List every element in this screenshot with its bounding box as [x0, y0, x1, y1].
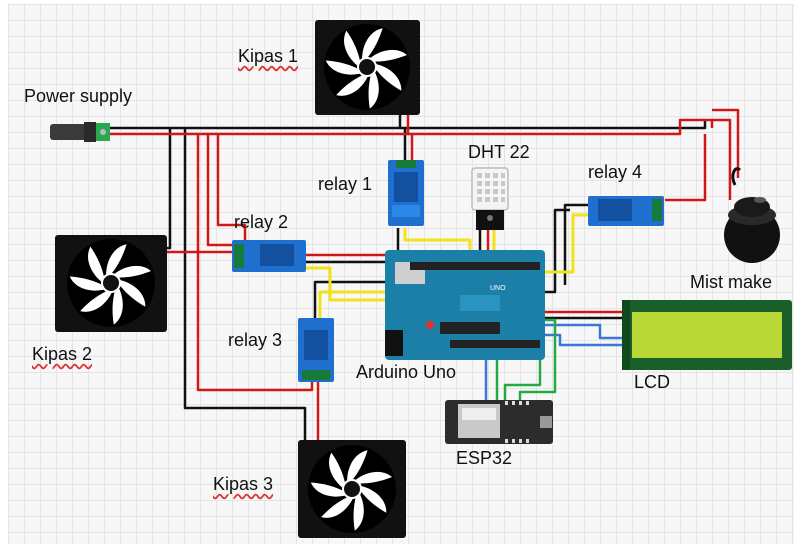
wire-black-kipas2 [155, 128, 172, 250]
wire-red-relay4 [665, 134, 707, 202]
label-kipas-3: Kipas 3 [213, 474, 274, 494]
wire-red-c [216, 134, 247, 244]
wire-red-mist [710, 108, 740, 178]
fan-blade [69, 276, 109, 291]
fan-blade [371, 63, 402, 91]
label-arduino-uno: Arduino Uno [356, 362, 457, 382]
wire-red-main [108, 118, 732, 200]
fan-kipas-2 [55, 235, 167, 332]
relay-3-module [298, 318, 334, 382]
power-jack [50, 122, 110, 142]
fan-blade [321, 494, 355, 518]
fan-blade [367, 49, 407, 62]
fan-blade [106, 244, 127, 280]
label-relay-4: relay 4 [588, 162, 643, 182]
wire-red-a [196, 134, 314, 392]
label-power-supply: Power supply [24, 86, 133, 106]
wires [108, 108, 740, 440]
fan-blade [112, 284, 123, 325]
label-kipas-1: Kipas 1 [238, 46, 299, 66]
svg-text:UNO: UNO [490, 285, 506, 292]
fan-blade [111, 265, 151, 278]
label-esp32: ESP32 [456, 448, 513, 468]
label-mist-maker: Mist make [690, 272, 773, 292]
label-relay-3: relay 3 [228, 330, 283, 350]
fan-blade [115, 279, 146, 307]
arduino-uno-board: UNO [385, 250, 545, 360]
fan-kipas-3 [298, 440, 406, 538]
label-relay-1: relay 1 [318, 174, 373, 194]
fan-blade [80, 288, 114, 312]
wire-black-kipas3 [183, 128, 307, 440]
fan-blade [353, 490, 364, 531]
label-relay-2: relay 2 [234, 212, 289, 232]
fan-blade [347, 450, 368, 486]
fan-blade [344, 30, 362, 69]
fan-blade [368, 68, 379, 109]
fan-blade [325, 60, 365, 75]
wire-black-r4b [563, 203, 590, 285]
fan-blade [336, 72, 370, 96]
lcd-module [622, 300, 792, 370]
fan-kipas-1 [315, 20, 420, 115]
label-kipas-2: Kipas 2 [32, 344, 93, 364]
label-dht22: DHT 22 [468, 142, 530, 162]
relay-2-module [232, 240, 306, 272]
mist-maker [724, 167, 780, 263]
dht22-sensor [471, 167, 509, 230]
wire-red-b [206, 134, 232, 247]
wire-black-main [108, 120, 707, 130]
fan-blade [356, 485, 387, 513]
relay-1-module [388, 160, 424, 226]
fan-blade [352, 471, 392, 484]
label-lcd: LCD [634, 372, 671, 392]
esp32-board [445, 400, 553, 444]
fan-blade [310, 482, 350, 497]
fan-blade [88, 246, 106, 285]
relay-4-module [588, 196, 664, 226]
fan-blade [329, 452, 347, 491]
fan-blade [362, 28, 383, 64]
wire-blue-lcd1 [520, 323, 625, 340]
